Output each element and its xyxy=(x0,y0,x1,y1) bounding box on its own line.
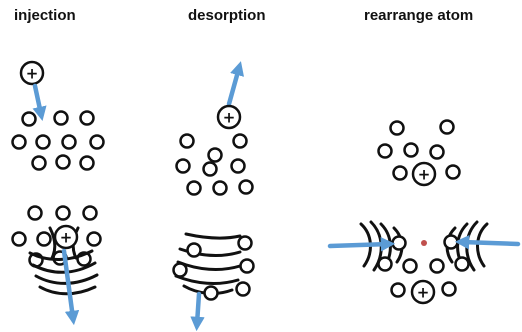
svg-text:+: + xyxy=(417,284,430,302)
desorption-panel: + xyxy=(172,61,255,332)
atom-icon xyxy=(179,133,195,149)
panel-title-injection: injection xyxy=(14,7,76,24)
injection-atom-cluster-upper xyxy=(11,110,105,171)
incoming-ion-icon: + xyxy=(19,60,45,86)
atom-icon xyxy=(441,281,457,297)
atom-icon xyxy=(235,281,251,297)
atom-icon xyxy=(175,158,191,174)
injection-bond-lines xyxy=(28,226,99,296)
atom-icon xyxy=(27,205,43,221)
atom-icon xyxy=(390,282,406,298)
rearrange-lower-ion-icon: + xyxy=(410,279,436,305)
atom-icon xyxy=(389,120,405,136)
rearrange-upper-ion-icon: + xyxy=(411,161,437,187)
rearrange-panel: + + xyxy=(327,119,521,305)
atom-icon xyxy=(31,155,47,171)
atom-icon xyxy=(230,158,246,174)
atom-icon xyxy=(443,234,459,250)
atom-icon xyxy=(35,134,51,150)
atom-icon xyxy=(239,258,255,274)
vacancy-center-dot-icon xyxy=(421,240,427,246)
atom-icon xyxy=(61,134,77,150)
desorption-bond-lines xyxy=(174,232,242,295)
injection-panel: + xyxy=(11,60,105,326)
left-compression-arrow-icon xyxy=(327,237,396,252)
recoil-arrow-icon xyxy=(190,291,205,332)
atom-icon xyxy=(55,154,71,170)
atom-icon xyxy=(89,134,105,150)
atom-icon xyxy=(403,142,419,158)
atom-icon xyxy=(186,180,202,196)
atom-icon xyxy=(402,258,418,274)
atom-icon xyxy=(377,256,393,272)
svg-text:+: + xyxy=(60,229,73,247)
atom-icon xyxy=(11,231,27,247)
atom-icon xyxy=(79,155,95,171)
atom-icon xyxy=(454,256,470,272)
atom-icon xyxy=(203,285,219,301)
atom-icon xyxy=(172,262,188,278)
rearrange-atom-cluster-lower xyxy=(377,234,470,298)
atom-icon xyxy=(391,235,407,251)
desorption-atom-cluster-lower xyxy=(172,235,255,301)
injection-arrow-icon xyxy=(32,83,47,122)
atom-icon xyxy=(232,133,248,149)
svg-text:+: + xyxy=(26,65,39,83)
atom-icon xyxy=(55,205,71,221)
atom-icon xyxy=(186,242,202,258)
desorption-atom-cluster-upper xyxy=(175,133,254,196)
atom-icon xyxy=(445,164,461,180)
embedded-ion-icon: + xyxy=(53,224,79,250)
atom-icon xyxy=(202,161,218,177)
atom-icon xyxy=(82,205,98,221)
atom-icon xyxy=(429,144,445,160)
penetration-arrow-icon xyxy=(61,248,80,326)
svg-text:+: + xyxy=(418,166,431,184)
atom-icon xyxy=(377,143,393,159)
panel-title-rearrange-atom: rearrange atom xyxy=(364,7,474,24)
atom-icon xyxy=(392,165,408,181)
atom-icon xyxy=(207,147,223,163)
atom-icon xyxy=(21,111,37,127)
atom-icon xyxy=(79,110,95,126)
atom-icon xyxy=(237,235,253,251)
atom-icon xyxy=(11,134,27,150)
atom-icon xyxy=(53,110,69,126)
desorbed-ion-icon: + xyxy=(216,104,242,130)
svg-text:+: + xyxy=(223,109,236,127)
atom-icon xyxy=(36,231,52,247)
atom-icon xyxy=(439,119,455,135)
atom-icon xyxy=(238,179,254,195)
panel-title-desorption: desorption xyxy=(188,7,266,24)
rearrange-atom-cluster-upper xyxy=(377,119,461,181)
atom-icon xyxy=(86,231,102,247)
atom-icon xyxy=(212,180,228,196)
desorption-arrow-icon xyxy=(226,61,245,107)
right-compression-arrow-icon xyxy=(454,235,521,250)
atom-icon xyxy=(429,258,445,274)
